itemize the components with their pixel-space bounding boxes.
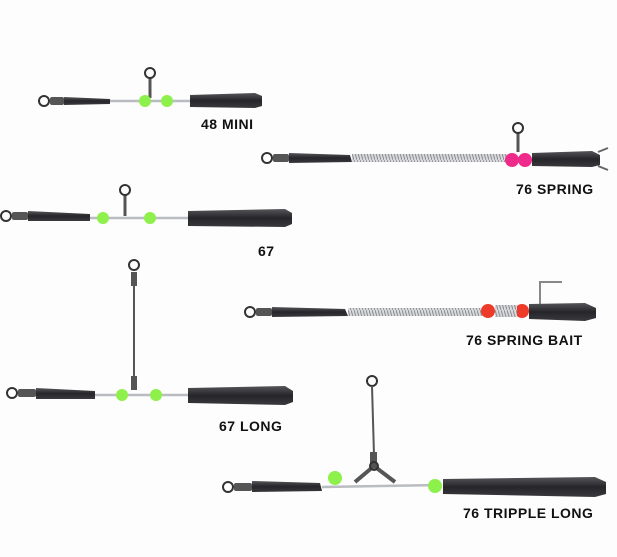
rig-67	[0, 184, 292, 227]
product-label-67-long: 67 LONG	[219, 418, 283, 434]
rig-76-spring	[261, 122, 609, 171]
rig-76-spring-bait	[244, 281, 596, 321]
product-label-48-mini: 48 MINI	[201, 116, 254, 132]
product-label-76-spring: 76 SPRING	[516, 181, 594, 197]
rig-48-mini	[38, 67, 262, 108]
product-label-67: 67	[258, 243, 275, 259]
product-label-76-tripple-long: 76 TRIPPLE LONG	[463, 505, 594, 521]
rig-76-tripple-long	[222, 375, 606, 497]
product-label-76-spring-bait: 76 SPRING BAIT	[466, 332, 583, 348]
rig-67-long	[6, 259, 293, 405]
